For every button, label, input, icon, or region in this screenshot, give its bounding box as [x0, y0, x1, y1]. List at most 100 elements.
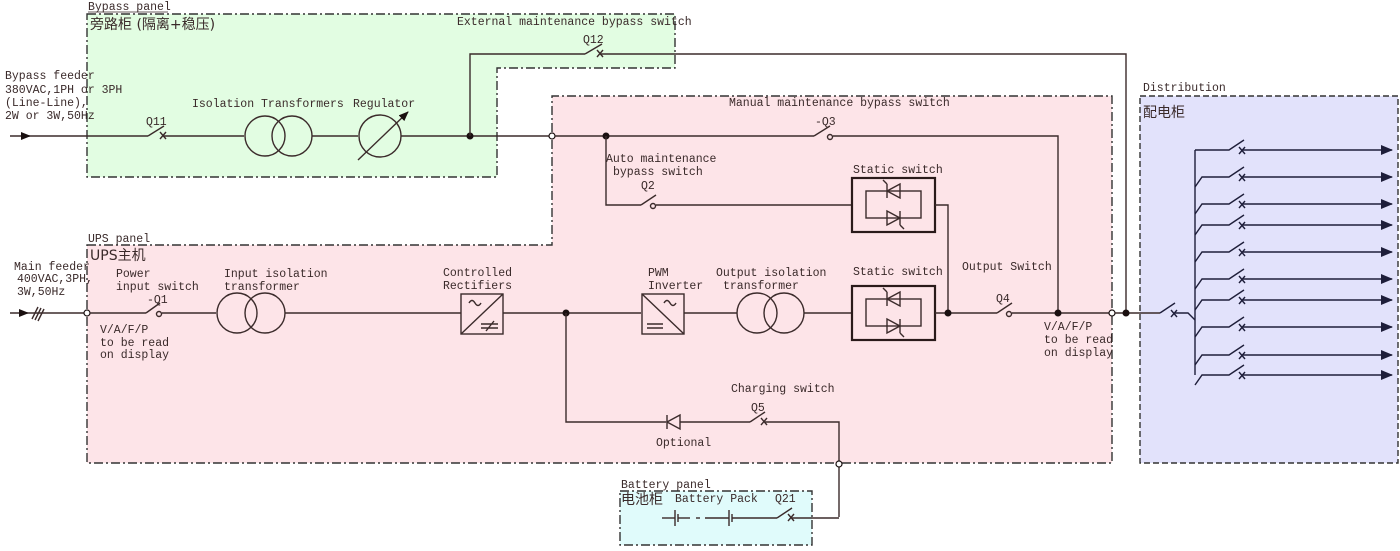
bypass-feeder-label: Bypass feeder 380VAC,1PH or 3PH (Line-Li… [5, 70, 129, 123]
ac-wave-icon [468, 299, 482, 307]
output-isolation-label: Output isolation transformer [716, 267, 833, 293]
outgoing-branch [1194, 193, 1393, 215]
bypass-panel-border [86, 13, 676, 178]
rectifier-label: Controlled Rectifiers [443, 267, 519, 293]
external-bypass: External maintenance bypass switch Q12 [457, 16, 1127, 313]
static-switch-label: Static switch [853, 266, 943, 279]
input-isolation-label: Input isolation transformer [224, 268, 334, 294]
junction-dot [1054, 309, 1062, 317]
ac-wave-icon [663, 299, 677, 307]
regulator: Regulator [353, 98, 552, 161]
breaker-x-icon [787, 513, 795, 522]
regulator-label: Regulator [353, 98, 415, 111]
q11-label: Q11 [146, 116, 167, 129]
input-isolation-transformer: Input isolation transformer [216, 268, 461, 334]
auto-bypass-switch-q2: Auto maintenance bypass switch Q2 [605, 136, 852, 210]
outgoing-branch [1194, 344, 1393, 366]
auto-bypass-label: Auto maintenance bypass switch [606, 153, 723, 179]
outgoing-branch [1194, 364, 1393, 386]
controlled-rectifier: Controlled Rectifiers [443, 267, 641, 335]
q12-label: Q12 [583, 34, 604, 47]
bypass-panel-cn-title: 旁路柜 (隔离+稳压) [90, 16, 215, 33]
variable-arrow-icon [357, 111, 409, 161]
power-input-switch-label: Power input switch [116, 268, 199, 294]
outgoing-branch [1195, 139, 1393, 155]
three-phase-icon [31, 306, 45, 322]
outgoing-branch [1194, 166, 1393, 188]
dc-icon [481, 320, 498, 332]
transformer-coil-icon [216, 292, 258, 334]
inverter-label: PWM Inverter [648, 267, 703, 293]
static-switch-label: Static switch [853, 164, 943, 177]
breaker-x-icon [1238, 296, 1246, 305]
charging-switch-label: Charging switch [731, 383, 835, 396]
disconnector-icon [155, 310, 163, 318]
terminal-open-dot [548, 132, 556, 140]
outgoing-branch [1194, 289, 1393, 311]
distribution-panel-caption: Distribution [1143, 82, 1226, 95]
transformer-coil-icon [736, 292, 778, 334]
dc-icon [647, 323, 663, 329]
battery-pack: Battery Pack Q21 [662, 493, 839, 526]
junction-dot [944, 309, 952, 317]
ups-panel-cn-title: UPS主机 [90, 248, 146, 264]
ups-panel-border [86, 95, 1113, 464]
thyristor-icon [882, 179, 901, 200]
bypass-static-switch: Static switch [850, 164, 949, 313]
q2-label: Q2 [641, 180, 655, 193]
q5-label: Q5 [751, 402, 765, 415]
optional-label: Optional [656, 437, 711, 450]
manual-bypass-switch-q3: Manual maintenance bypass switch -Q3 [729, 97, 1059, 313]
distribution-panel-cn-title: 配电柜 [1143, 105, 1185, 121]
disconnector-icon [826, 133, 834, 141]
distribution-panel: Distribution 配电柜 [1139, 82, 1399, 464]
disconnector-icon [649, 202, 657, 210]
ups-panel-background [87, 96, 1112, 463]
bypass-feeder: Bypass feeder 380VAC,1PH or 3PH (Line-Li… [5, 70, 148, 140]
outgoing-branch [1194, 268, 1393, 290]
battery-panel-cn-title: 电池柜 [621, 492, 663, 508]
output-isolation-transformer: Output isolation transformer [716, 267, 852, 334]
breaker-x-icon [1238, 371, 1246, 380]
terminal-open-dot [83, 309, 91, 317]
ups-panel-caption: UPS panel [88, 233, 150, 246]
q3-label: -Q3 [815, 116, 836, 129]
isolation-transformers-label: Isolation Transformers [192, 98, 344, 111]
input-vafp-label: V/A/F/P to be read on display [100, 324, 176, 362]
thyristor-icon [886, 317, 905, 338]
inverter-box [641, 293, 685, 335]
breaker-q11: Q11 [146, 116, 244, 140]
outgoing-branch [1194, 241, 1393, 263]
external-bypass-label: External maintenance bypass switch [457, 16, 692, 29]
output-switch-q4: Output Switch Q4 V/A/F/P to be read on d… [962, 261, 1160, 360]
breaker-x-icon [1238, 221, 1246, 230]
breaker-x-icon [1238, 200, 1246, 209]
distribution-branches [1194, 139, 1393, 386]
manual-bypass-label: Manual maintenance bypass switch [729, 97, 950, 110]
battery-panel-border [619, 490, 813, 546]
disconnector-icon [1005, 310, 1013, 318]
bypass-panel-caption: Bypass panel [88, 1, 171, 14]
pwm-inverter: PWM Inverter [641, 267, 737, 335]
thyristor-icon [886, 209, 905, 230]
breaker-x-icon [1170, 309, 1178, 318]
terminal-open-dot [835, 460, 843, 468]
q4-label: Q4 [996, 293, 1010, 306]
transformer-coil-icon [244, 115, 286, 157]
main-feeder: Main feeder 400VAC,3PH, 3W,50Hz [10, 261, 146, 322]
terminal-open-dot [1108, 309, 1116, 317]
breaker-x-icon [1238, 275, 1246, 284]
output-switch-label: Output Switch [962, 261, 1052, 274]
thyristor-icon [882, 287, 901, 308]
ups-panel: UPS panel UPS主机 [86, 95, 1113, 464]
breaker-x-icon [1238, 248, 1246, 257]
breaker-x-icon [1238, 146, 1246, 155]
bypass-isolation-transformer: Isolation Transformers [192, 98, 358, 157]
output-vafp-label: V/A/F/P to be read on display [1044, 321, 1120, 360]
power-input-switch-q1: Power input switch -Q1 V/A/F/P to be rea… [100, 268, 216, 362]
main-feeder-label: Main feeder 400VAC,3PH, 3W,50Hz [14, 261, 100, 299]
battery-panel-caption: Battery panel [621, 479, 711, 492]
outgoing-branch [1194, 214, 1393, 236]
battery-panel: Battery panel 电池柜 [619, 479, 813, 546]
